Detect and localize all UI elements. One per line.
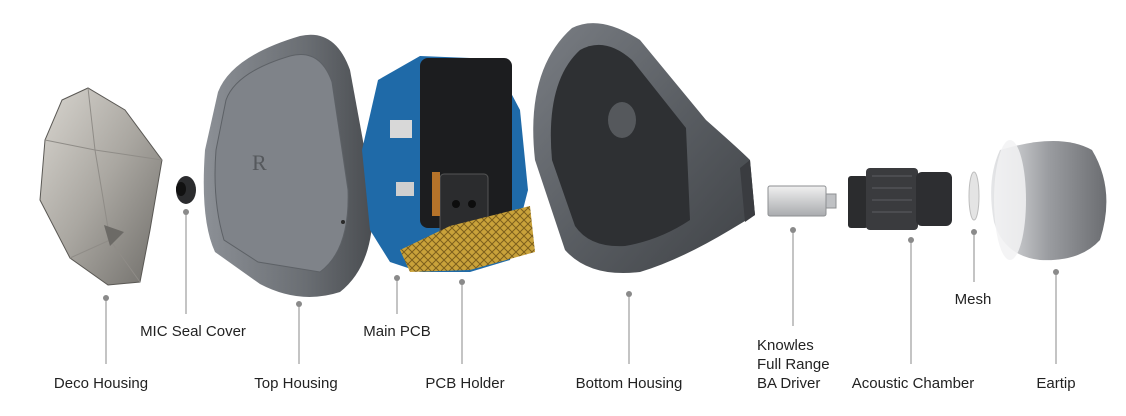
anchor-bottom-housing [626,291,632,297]
label-bottom-housing: Bottom Housing [575,375,683,392]
mesh-shape [968,171,980,221]
top-housing-shape: R [203,34,373,297]
pcb-assembly-shape [362,56,535,272]
anchor-pcb-holder [459,279,465,285]
ba-driver-shape [767,185,837,217]
label-ba-driver-line-2: Full Range [757,356,830,373]
anchor-mesh [971,229,977,235]
label-top-housing: Top Housing [254,375,338,392]
label-deco-housing: Deco Housing [53,375,149,392]
eartip-shape [991,140,1107,261]
anchor-acoustic-chamber [908,237,914,243]
label-eartip: Eartip [1036,375,1076,392]
housing-r-mark: R [252,150,267,175]
label-ba-driver: Knowles Full Range BA Driver [757,336,830,393]
label-pcb-holder: PCB Holder [425,375,505,392]
deco-housing-shape [39,87,163,286]
anchor-mic-seal-cover [183,209,189,215]
bottom-housing-shape [533,23,755,274]
anchor-ba-driver [790,227,796,233]
anchor-eartip [1053,269,1059,275]
label-ba-driver-line-3: BA Driver [757,375,821,392]
anchor-deco-housing [103,295,109,301]
mic-seal-cover-shape [176,176,196,204]
label-mic-seal-cover: MIC Seal Cover [140,323,246,340]
label-mesh: Mesh [954,291,992,308]
label-main-pcb: Main PCB [363,323,431,340]
label-acoustic-chamber: Acoustic Chamber [851,375,975,392]
anchor-top-housing [296,301,302,307]
anchor-main-pcb [394,275,400,281]
label-ba-driver-line-1: Knowles [757,337,814,354]
leader-lines [103,209,1059,364]
acoustic-chamber-shape [848,168,952,230]
